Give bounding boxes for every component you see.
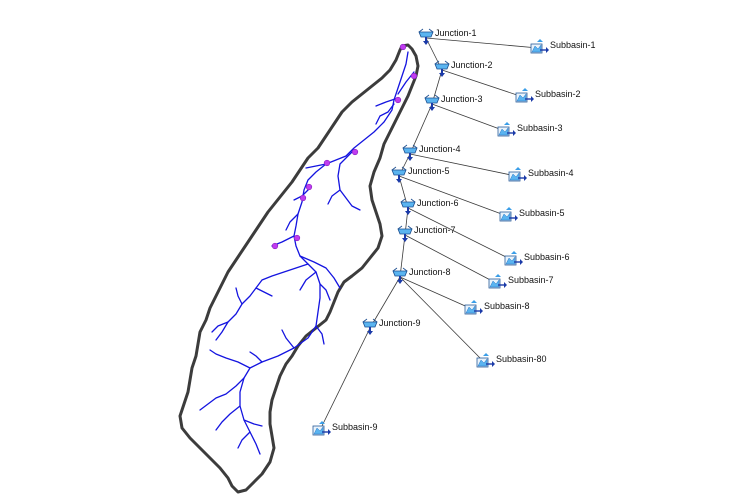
subbasin-icon xyxy=(497,122,516,137)
outlet-point xyxy=(271,242,279,250)
subbasin-label: Subbasin-9 xyxy=(332,422,378,432)
junction-icon xyxy=(434,60,450,77)
subbasin-label: Subbasin-5 xyxy=(519,208,565,218)
subbasin-label: Subbasin-4 xyxy=(528,168,574,178)
subbasin-node[interactable]: Subbasin-6 xyxy=(504,251,570,266)
subbasin-label: Subbasin-7 xyxy=(508,275,554,285)
junction-label: Junction-1 xyxy=(435,28,477,38)
outlet-point xyxy=(293,234,301,242)
junction-node[interactable]: Junction-2 xyxy=(434,60,493,77)
outlet-point xyxy=(323,159,331,167)
connection-link xyxy=(369,276,401,329)
outlet-point xyxy=(394,96,402,104)
subbasin-node[interactable]: Subbasin-4 xyxy=(508,167,574,182)
junction-label: Junction-9 xyxy=(379,318,421,328)
subbasin-label: Subbasin-80 xyxy=(496,354,547,364)
connection-link xyxy=(399,276,473,310)
subbasin-label: Subbasin-6 xyxy=(524,252,570,262)
junction-node[interactable]: Junction-6 xyxy=(400,198,459,215)
outlet-point xyxy=(299,194,307,202)
junction-label: Junction-3 xyxy=(441,94,483,104)
subbasin-icon xyxy=(488,274,507,289)
subbasin-node[interactable]: Subbasin-80 xyxy=(476,353,547,368)
junction-node[interactable]: Junction-1 xyxy=(418,28,477,45)
connection-link xyxy=(431,103,506,132)
junction-icon xyxy=(391,166,407,183)
subbasin-node[interactable]: Subbasin-8 xyxy=(464,300,530,315)
outlet-point xyxy=(399,43,407,51)
junction-label: Junction-4 xyxy=(419,144,461,154)
watershed-map xyxy=(178,43,420,494)
outlet-point xyxy=(410,72,418,80)
subbasin-icon xyxy=(312,421,331,436)
connection-link xyxy=(407,207,513,261)
junction-label: Junction-8 xyxy=(409,267,451,277)
schematic-nodes: Junction-1Junction-2Junction-3Junction-4… xyxy=(312,28,596,436)
subbasin-node[interactable]: Subbasin-5 xyxy=(499,207,565,222)
junction-node[interactable]: Junction-5 xyxy=(391,166,450,183)
junction-label: Junction-2 xyxy=(451,60,493,70)
junction-node[interactable]: Junction-9 xyxy=(362,318,421,335)
connection-link xyxy=(319,327,371,431)
watershed-boundary xyxy=(178,43,420,494)
subbasin-icon xyxy=(508,167,527,182)
junction-icon xyxy=(392,267,408,284)
subbasin-icon xyxy=(499,207,518,222)
junction-icon xyxy=(418,28,434,45)
subbasin-node[interactable]: Subbasin-7 xyxy=(488,274,554,289)
junction-icon xyxy=(424,94,440,111)
junction-node[interactable]: Junction-8 xyxy=(392,267,451,284)
junction-node[interactable]: Junction-7 xyxy=(397,225,456,242)
connection-link xyxy=(425,37,539,49)
subbasin-label: Subbasin-3 xyxy=(517,123,563,133)
subbasin-icon xyxy=(504,251,523,266)
subbasin-node[interactable]: Subbasin-1 xyxy=(530,39,596,54)
outlet-point xyxy=(305,183,313,191)
subbasin-icon xyxy=(464,300,483,315)
connection-link xyxy=(409,153,517,177)
connection-link xyxy=(399,234,406,278)
junction-icon xyxy=(362,318,378,335)
junction-label: Junction-5 xyxy=(408,166,450,176)
subbasin-label: Subbasin-8 xyxy=(484,301,530,311)
junction-icon xyxy=(400,198,416,215)
outlet-points xyxy=(271,43,418,250)
subbasin-icon xyxy=(530,39,549,54)
connection-link xyxy=(399,276,485,363)
subbasin-label: Subbasin-2 xyxy=(535,89,581,99)
subbasin-icon xyxy=(476,353,495,368)
subbasin-label: Subbasin-1 xyxy=(550,40,596,50)
subbasin-node[interactable]: Subbasin-9 xyxy=(312,421,378,436)
connection-link xyxy=(398,175,508,217)
outlet-point xyxy=(351,148,359,156)
connection-link xyxy=(404,234,497,284)
subbasin-icon xyxy=(515,88,534,103)
river-network xyxy=(199,51,415,455)
junction-icon xyxy=(402,144,418,161)
junction-label: Junction-6 xyxy=(417,198,459,208)
junction-icon xyxy=(397,225,413,242)
junction-node[interactable]: Junction-4 xyxy=(402,144,461,161)
junction-label: Junction-7 xyxy=(414,225,456,235)
connection-link xyxy=(441,69,524,98)
subbasin-node[interactable]: Subbasin-3 xyxy=(497,122,563,137)
subbasin-node[interactable]: Subbasin-2 xyxy=(515,88,581,103)
junction-node[interactable]: Junction-3 xyxy=(424,94,483,111)
